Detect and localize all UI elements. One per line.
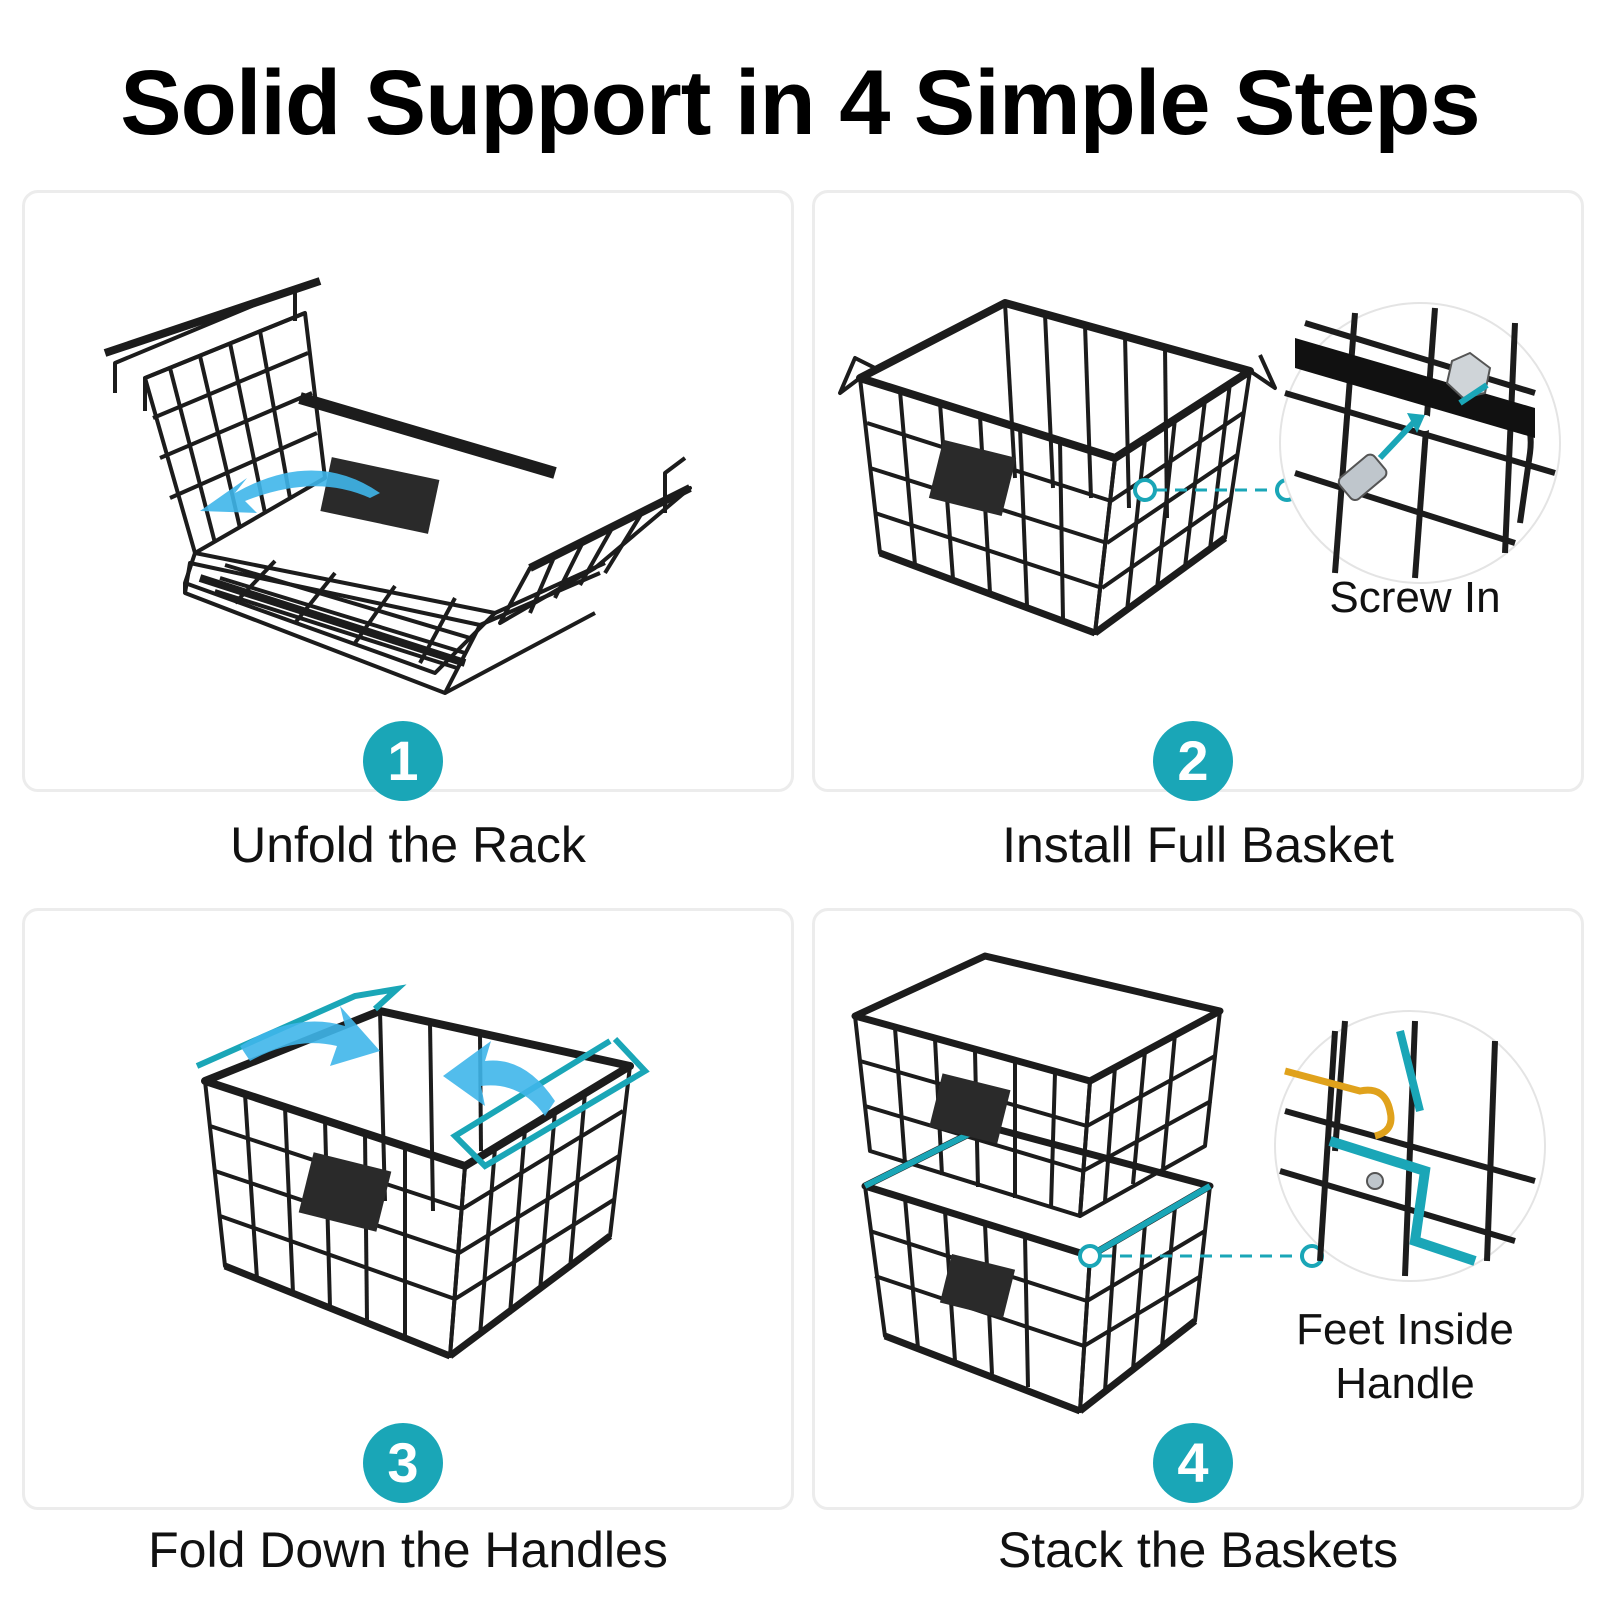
label-plate (320, 457, 440, 534)
stacked-baskets-illustration (851, 952, 1546, 1415)
step-2-panel: Screw In 2 (812, 190, 1584, 801)
step-1-badge: 1 (363, 721, 443, 801)
right-handle (450, 1036, 650, 1170)
step-3-panel: 3 (22, 908, 794, 1510)
feet-inside-handle-callout: Feet Inside Handle (1296, 1305, 1514, 1408)
step-3-caption: Fold Down the Handles (148, 1522, 668, 1578)
step-2-caption: Install Full Basket (1002, 817, 1394, 873)
step-2-badge: 2 (1153, 721, 1233, 801)
step-3-badge: 3 (363, 1423, 443, 1503)
label-plate (929, 1073, 1011, 1144)
step-4-caption: Stack the Baskets (997, 1522, 1399, 1578)
label-plate (939, 1254, 1016, 1319)
screw-in-callout: Screw In (1329, 573, 1501, 622)
unfolded-rack-illustration (103, 277, 692, 695)
unfold-arrow-icon (200, 470, 380, 513)
fold-arrow-left-icon (240, 1006, 380, 1066)
page-title: Solid Support in 4 Simple Steps (120, 52, 1480, 154)
step-4-badge: 4 (1153, 1423, 1233, 1503)
step-1-panel: 1 (22, 190, 794, 801)
label-plate (928, 439, 1017, 517)
label-plate (298, 1152, 392, 1232)
hook-icon (1284, 1067, 1395, 1140)
fold-arrow-right-icon (443, 1041, 555, 1116)
fold-handles-illustration (195, 984, 650, 1360)
full-basket-illustration (838, 299, 1561, 637)
connector-dot (1078, 1244, 1102, 1268)
step-4-panel: Feet Inside Handle 4 (812, 908, 1584, 1510)
screw-icon (1337, 453, 1388, 502)
connector-dot (1133, 478, 1157, 502)
step-1-caption: Unfold the Rack (230, 817, 586, 873)
handle-detail (1328, 1136, 1477, 1266)
